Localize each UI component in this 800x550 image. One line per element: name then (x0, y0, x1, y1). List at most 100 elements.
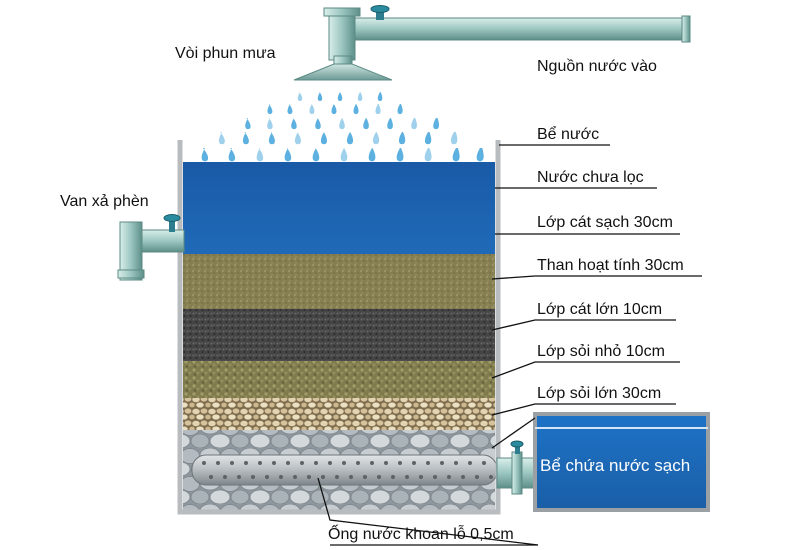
droplet-icon (346, 132, 354, 145)
alum-valve-label: Van xả phèn (60, 193, 149, 210)
pipe-hole (356, 461, 360, 465)
droplet-icon (245, 118, 251, 130)
valve-icon (510, 440, 524, 448)
pipe-hole (272, 461, 276, 465)
unfiltered-water-layer (183, 162, 495, 254)
droplet-icon (375, 104, 381, 115)
perforated-pipe (191, 454, 498, 486)
small-gravel-layer (183, 398, 495, 430)
pipe-hole (216, 461, 220, 465)
pipe-hole (202, 461, 206, 465)
alum-drain-valve (117, 214, 185, 281)
pipe-hole (342, 461, 346, 465)
droplet-icon (284, 148, 292, 162)
droplet-icon (201, 148, 209, 162)
clean-water-tank-label: Bể chứa nước sạch (540, 456, 691, 475)
droplet-icon (387, 118, 393, 130)
droplet-icon (228, 148, 236, 162)
droplet-icon (242, 132, 249, 145)
leader-lines (317, 144, 702, 546)
pipe-hole (433, 475, 437, 479)
pipe-hole (293, 475, 297, 479)
droplet-icon (357, 92, 363, 101)
droplet-icon (312, 148, 320, 162)
pipe-hole (426, 461, 430, 465)
pipe-hole (321, 475, 325, 479)
droplet-icon (315, 118, 321, 130)
droplet-icon (340, 148, 348, 162)
spray-nozzle-label: Vòi phun mưa (175, 45, 276, 62)
pipe-hole (307, 475, 311, 479)
coarse-sand-layer (183, 361, 495, 398)
droplet-icon (424, 132, 432, 145)
pipe-hole (370, 461, 374, 465)
pipe-hole (377, 475, 381, 479)
perforated-pipe-label: Ống nước khoan lỗ 0,5cm (328, 526, 514, 543)
pipe-hole (412, 461, 416, 465)
pipe-hole (489, 475, 493, 479)
clean-water-tank (533, 412, 710, 512)
pipe-hole (468, 461, 472, 465)
pipe-hole (258, 461, 262, 465)
pipe-hole (419, 475, 423, 479)
outlet-pipe (496, 440, 538, 495)
droplet-icon (398, 132, 406, 145)
pipe-hole (398, 461, 402, 465)
clean-sand-label: Lớp cát sạch 30cm (537, 214, 673, 231)
droplet-icon (452, 148, 460, 162)
spray-nozzle-icon (293, 55, 393, 81)
pipe-hole (300, 461, 304, 465)
water-source-label: Nguồn nước vào (537, 58, 657, 75)
pipe-hole (405, 475, 409, 479)
pipe-hole (447, 475, 451, 479)
activated-carbon-layer (183, 309, 495, 361)
activated-carbon-label: Than hoạt tính 30cm (537, 257, 684, 274)
droplet-icon (397, 104, 403, 115)
droplet-icon (424, 148, 432, 162)
pipe-hole (314, 461, 318, 465)
water-droplets (201, 92, 484, 162)
droplet-icon (368, 148, 376, 162)
pipe-hole (454, 461, 458, 465)
pipe-hole (475, 475, 479, 479)
droplet-icon (268, 132, 275, 145)
droplet-icon (377, 92, 383, 101)
pipe-hole (363, 475, 367, 479)
droplet-icon (317, 92, 323, 101)
droplet-icon (320, 132, 328, 145)
droplet-icon (353, 104, 359, 115)
droplet-icon (287, 104, 293, 115)
small-gravel-label: Lớp sỏi nhỏ 10cm (537, 343, 665, 360)
valve-icon (163, 214, 181, 222)
coarse-sand-label: Lớp cát lớn 10cm (537, 301, 663, 318)
droplet-icon (294, 132, 301, 145)
valve-icon (370, 5, 390, 20)
droplet-icon (309, 104, 315, 115)
droplet-icon (433, 118, 440, 130)
pipe-hole (265, 475, 269, 479)
pipe-hole (279, 475, 283, 479)
pipe-hole (335, 475, 339, 479)
pipe-hole (482, 461, 486, 465)
pipe-hole (230, 461, 234, 465)
droplet-icon (476, 148, 484, 162)
pipe-hole (209, 475, 213, 479)
water-tank-label: Bể nước (537, 126, 600, 143)
pipe-hole (384, 461, 388, 465)
tank-wall (177, 140, 501, 515)
droplet-icon (331, 104, 337, 115)
filter-tank (177, 140, 501, 515)
inlet-pipe (323, 7, 691, 61)
pipe-hole (349, 475, 353, 479)
pipe-hole (461, 475, 465, 479)
pipe-hole (251, 475, 255, 479)
droplet-icon (297, 92, 303, 101)
droplet-icon (411, 118, 417, 130)
droplet-icon (291, 118, 297, 130)
droplet-icon (267, 118, 273, 130)
pipe-hole (237, 475, 241, 479)
droplet-icon (218, 132, 225, 145)
unfiltered-water-label: Nước chưa lọc (537, 169, 644, 186)
droplet-icon (337, 92, 343, 101)
